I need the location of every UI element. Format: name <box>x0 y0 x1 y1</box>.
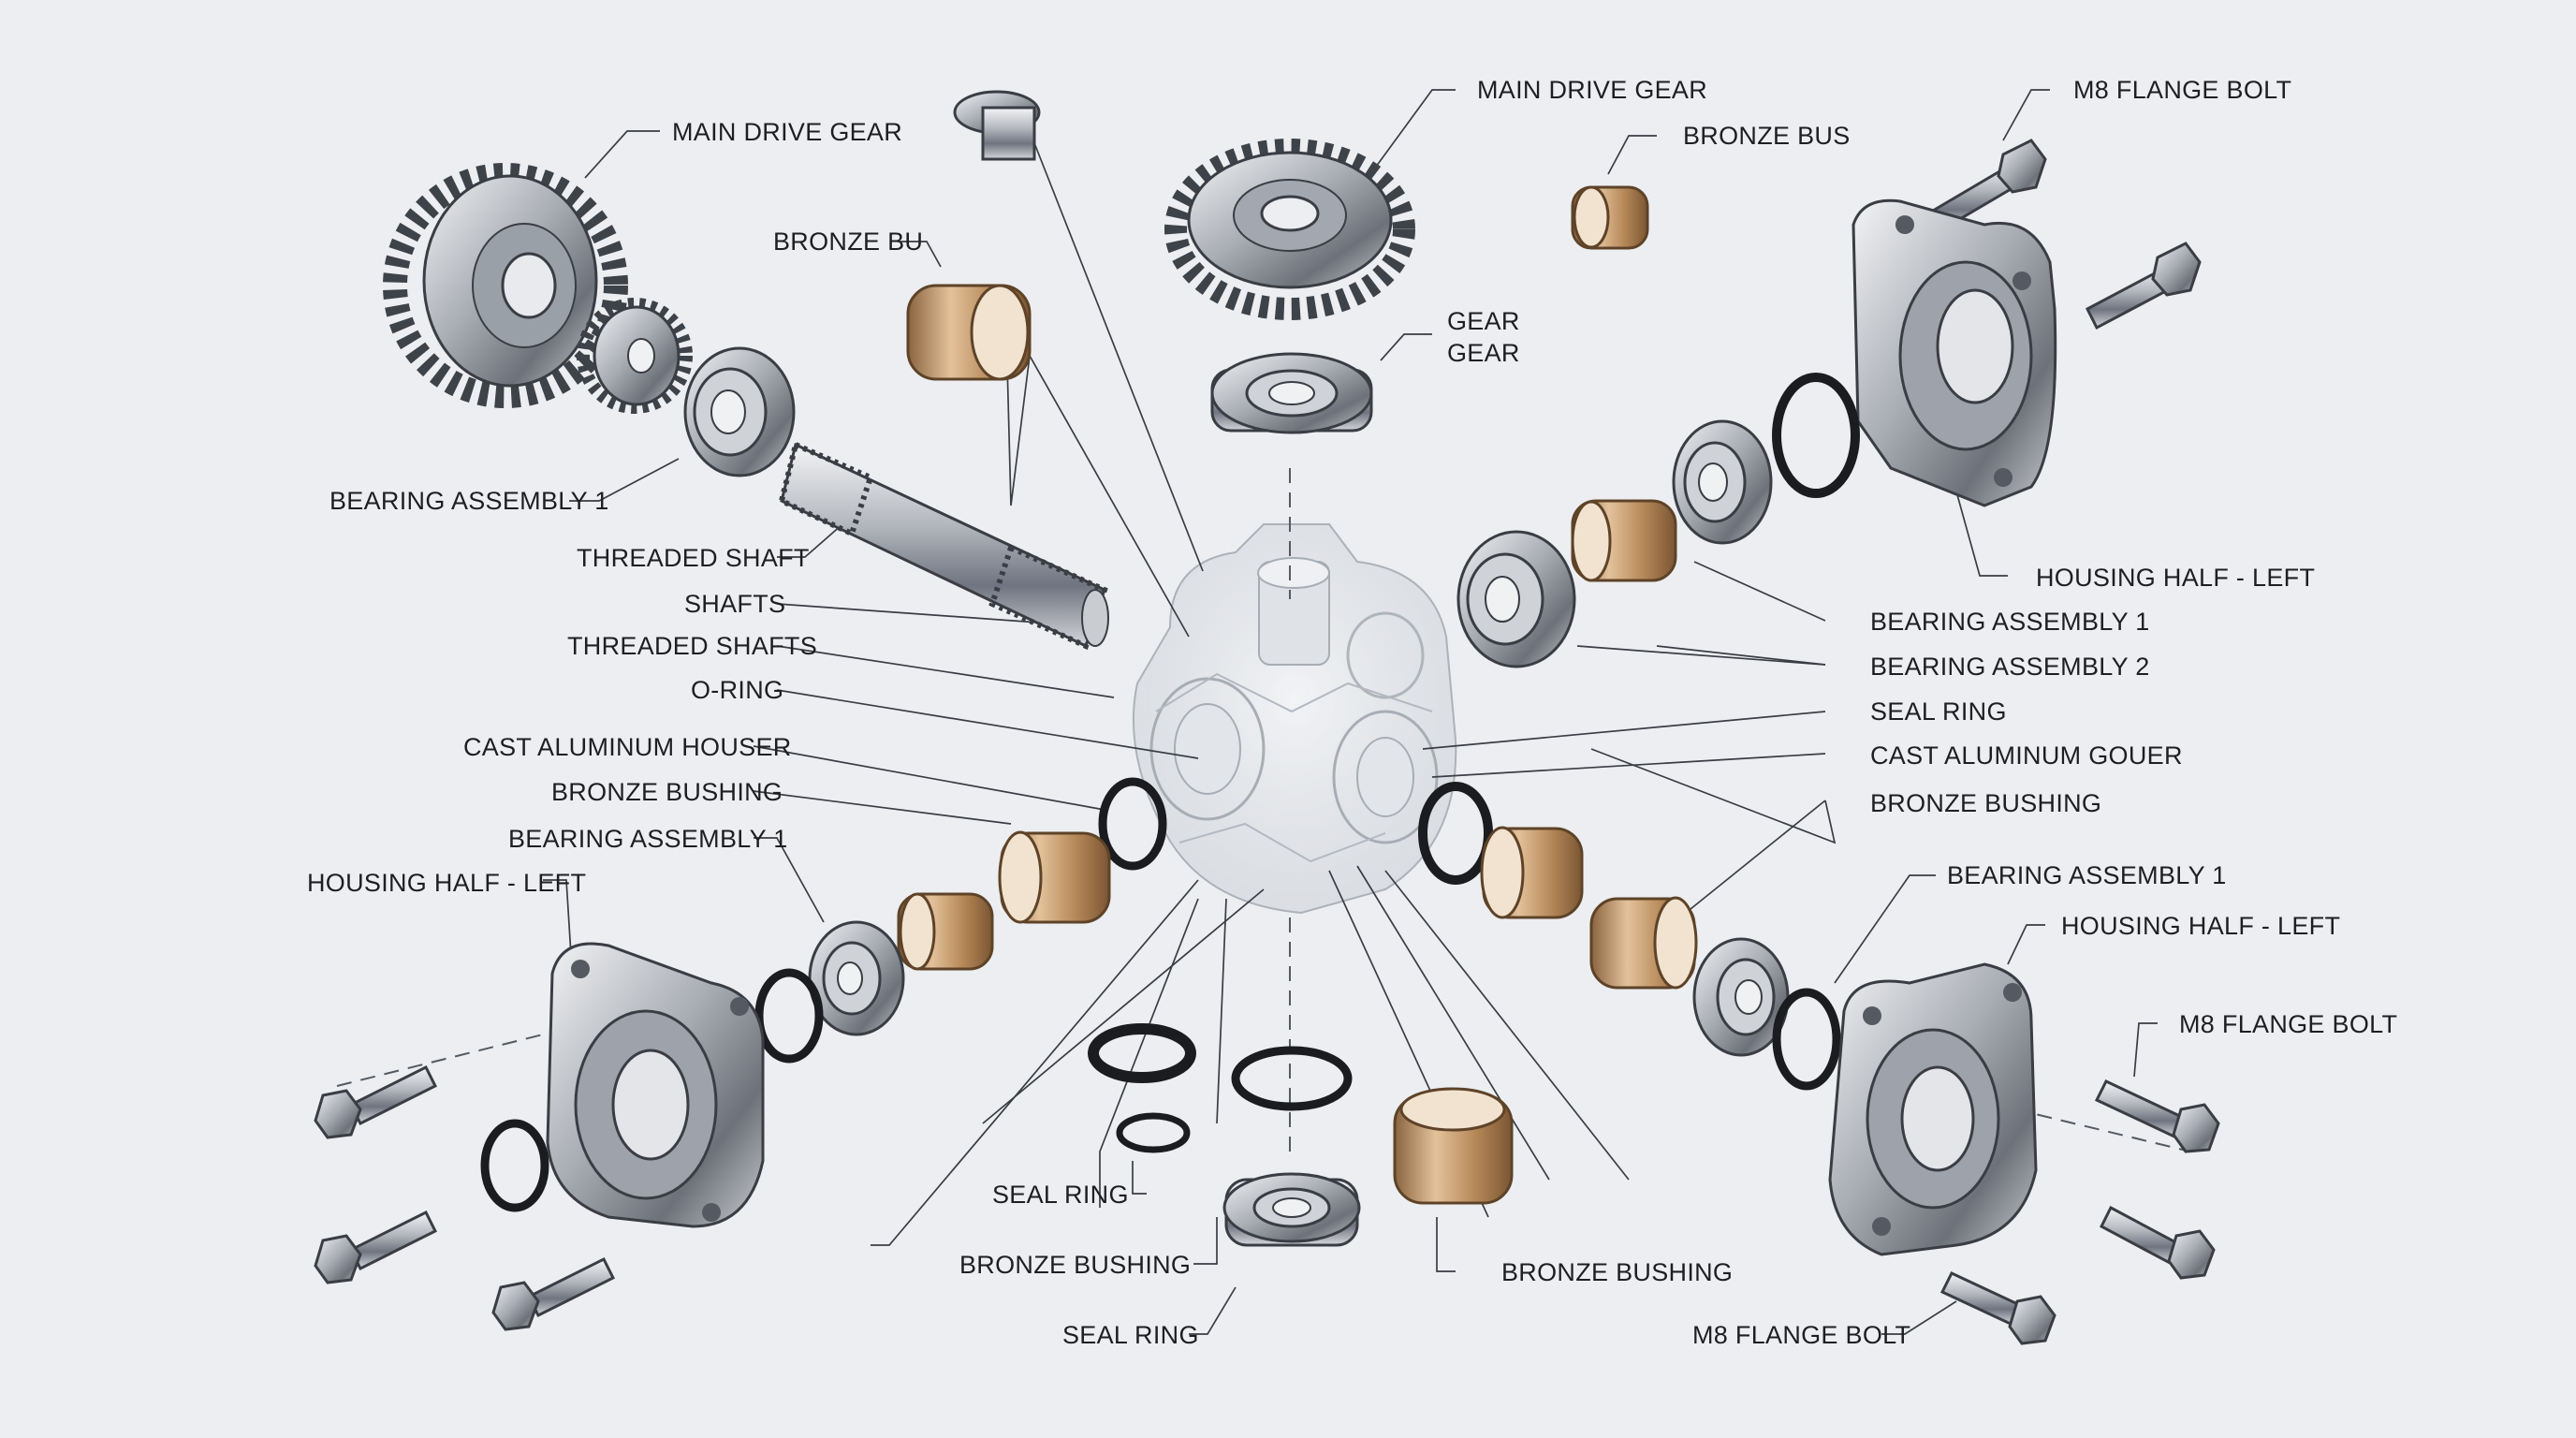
label-bronze-bushing-bottom-right: BRONZE BUSHING <box>1501 1258 1733 1286</box>
label-main-drive-gear-left: MAIN DRIVE GEAR <box>672 118 902 146</box>
label-seal-ring-bottom-lower: SEAL RING <box>1062 1321 1199 1349</box>
label-bearing-assembly-2-right: BEARING ASSEMBLY 2 <box>1870 653 2150 681</box>
label-shafts: SHAFTS <box>684 590 785 618</box>
top-flange-pin-part <box>953 90 1041 161</box>
label-seal-ring-right: SEAL RING <box>1870 697 2007 726</box>
label-seal-ring-bottom-upper: SEAL RING <box>992 1181 1129 1209</box>
m8-flange-bolts-lower-left <box>314 1064 616 1331</box>
housing-half-left-lower-left-part <box>480 942 765 1228</box>
label-m8-flange-bolt-right: M8 FLANGE BOLT <box>2179 1010 2397 1038</box>
label-bronze-bus: BRONZE BUS <box>1683 122 1851 150</box>
main-drive-gear-left <box>383 163 628 408</box>
label-housing-half-left-lower-right: HOUSING HALF - LEFT <box>2061 912 2340 940</box>
label-cast-aluminum-gouer: CAST ALUMINUM GOUER <box>1870 741 2183 770</box>
label-m8-flange-bolt-bottom: M8 FLANGE BOLT <box>1692 1321 1910 1349</box>
bronze-bushing-right-parts <box>1418 782 1698 990</box>
bearing-assembly-1-lower-right-part <box>1692 937 1841 1091</box>
bronze-bus-top-right-part <box>1571 185 1649 250</box>
label-cast-aluminum-houser: CAST ALUMINUM HOUSER <box>463 733 792 761</box>
housing-half-left-top-right-part <box>1852 198 2057 507</box>
label-bearing-assembly-1-lower-right: BEARING ASSEMBLY 1 <box>1947 861 2227 889</box>
bearing-assembly-1-lower-left-part <box>754 920 905 1064</box>
label-o-ring: O-RING <box>691 676 783 704</box>
label-gear-line-1: GEAR <box>1447 307 1520 335</box>
bottom-seal-rings <box>1088 1023 1353 1153</box>
housing-half-left-lower-right-part <box>1828 962 2038 1256</box>
m8-flange-bolts-lower-right <box>1939 1079 2220 1345</box>
bearing-assembly-1-left-part <box>683 346 796 477</box>
label-bronze-bushing-bottom: BRONZE BUSHING <box>959 1251 1191 1279</box>
bottom-bronze-bushing-part <box>1393 1087 1514 1205</box>
gear-bearing-top <box>1210 352 1373 434</box>
label-bronze-bushing-left: BRONZE BUSHING <box>551 778 783 806</box>
label-bronze-bushing-right: BRONZE BUSHING <box>1870 789 2101 817</box>
part-labels: MAIN DRIVE GEAR MAIN DRIVE GEAR BRONZE B… <box>307 76 2397 1349</box>
bearing-assembly-right-parts <box>1456 419 1773 668</box>
pinion-gear <box>577 298 693 414</box>
label-bearing-assembly-1-right: BEARING ASSEMBLY 1 <box>1870 608 2150 636</box>
label-housing-half-left-top-right: HOUSING HALF - LEFT <box>2036 564 2315 592</box>
label-bearing-assembly-1-left: BEARING ASSEMBLY 1 <box>329 487 609 515</box>
label-bronze-bu: BRONZE BU <box>773 227 923 256</box>
label-threaded-shafts: THREADED SHAFTS <box>567 632 817 660</box>
m8-flange-bolts-top-right <box>1931 139 2202 330</box>
label-gear-line-2: GEAR <box>1447 339 1520 367</box>
label-housing-half-left-lower-left: HOUSING HALF - LEFT <box>307 869 586 897</box>
label-bearing-assembly-1-lower-left: BEARING ASSEMBLY 1 <box>508 825 788 853</box>
axis-lines <box>336 468 2191 1161</box>
label-m8-flange-bolt-top: M8 FLANGE BOLT <box>2073 76 2291 104</box>
o-ring-left-part <box>1098 777 1167 871</box>
bronze-bushing-left-parts <box>897 830 1111 971</box>
label-threaded-shaft: THREADED SHAFT <box>577 544 810 572</box>
label-main-drive-gear-top: MAIN DRIVE GEAR <box>1477 76 1707 104</box>
main-drive-gear-top <box>1164 139 1415 320</box>
o-ring-top-right-part <box>1772 373 1860 498</box>
bronze-bushing-top-left-part <box>906 284 1032 381</box>
cast-aluminum-housing <box>1132 523 1457 915</box>
threaded-shaft-part <box>778 440 1109 651</box>
bottom-bearing-part <box>1222 1172 1361 1247</box>
